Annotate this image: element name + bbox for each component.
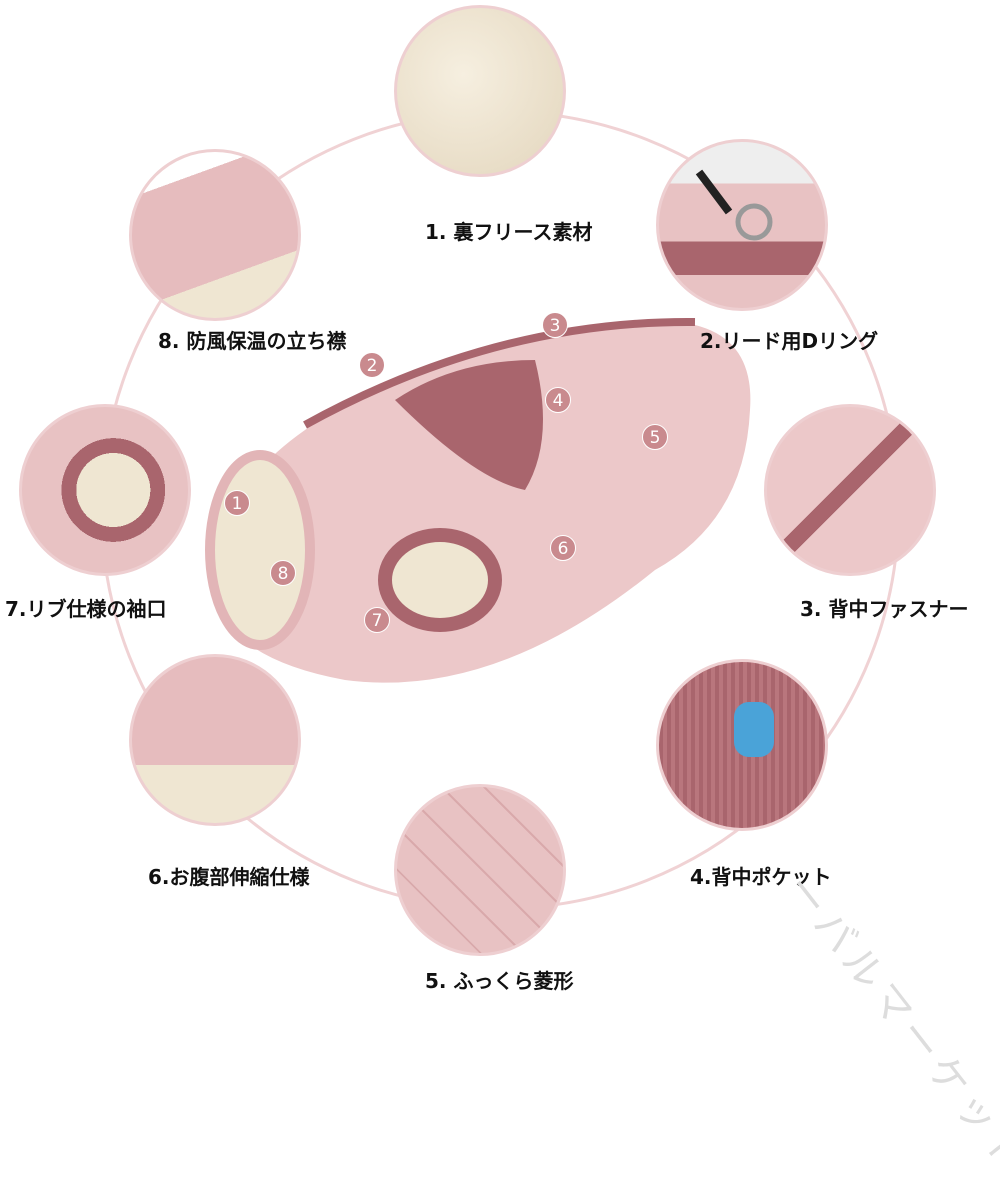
label-quilting: 5. ふっくら菱形 bbox=[425, 969, 574, 993]
label-collar: 8. 防風保温の立ち襟 bbox=[158, 329, 347, 353]
photo-zipper bbox=[764, 404, 936, 576]
photo-fleece bbox=[394, 5, 566, 177]
marker-5: 5 bbox=[642, 424, 668, 450]
photo-quilting bbox=[394, 784, 566, 956]
label-pocket: 4.背中ポケット bbox=[690, 865, 832, 889]
label-zipper: 3. 背中ファスナー bbox=[800, 597, 969, 621]
marker-2: 2 bbox=[359, 352, 385, 378]
photo-cuff bbox=[19, 404, 191, 576]
label-d-ring: 2.リード用Dリング bbox=[700, 329, 879, 353]
label-cuff: 7.リブ仕様の袖口 bbox=[5, 597, 167, 621]
label-fleece: 1. 裏フリース素材 bbox=[425, 220, 593, 244]
marker-6: 6 bbox=[550, 535, 576, 561]
photo-collar bbox=[129, 149, 301, 321]
photo-belly bbox=[129, 654, 301, 826]
marker-8: 8 bbox=[270, 560, 296, 586]
photo-d-ring bbox=[656, 139, 828, 311]
watermark: ーバルマーケット bbox=[775, 866, 1000, 1185]
marker-4: 4 bbox=[545, 387, 571, 413]
label-belly: 6.お腹部伸縮仕様 bbox=[148, 865, 310, 889]
marker-3: 3 bbox=[542, 312, 568, 338]
marker-1: 1 bbox=[224, 490, 250, 516]
marker-7: 7 bbox=[364, 607, 390, 633]
dog-coat-image bbox=[205, 317, 751, 683]
photo-pocket bbox=[656, 659, 828, 831]
